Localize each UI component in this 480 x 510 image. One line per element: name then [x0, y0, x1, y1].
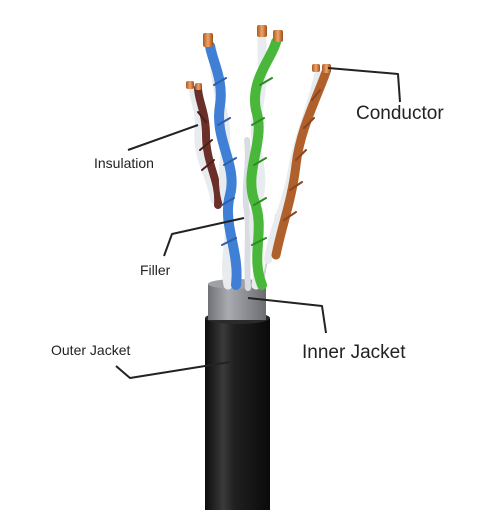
orange-pair [264, 64, 331, 264]
inner-jacket [208, 279, 266, 320]
conductor-label: Conductor [356, 103, 444, 124]
outer-jacket-label: Outer Jacket [51, 342, 131, 358]
blue-pair [203, 33, 242, 290]
inner-jacket-leader [247, 297, 327, 334]
brown-pair [186, 81, 223, 209]
leader-lines [115, 67, 401, 379]
insulation-label: Insulation [94, 155, 154, 171]
filler-label: Filler [140, 262, 171, 278]
inner-jacket-label: Inner Jacket [302, 342, 406, 363]
outer-jacket-leader [115, 361, 231, 379]
green-pair [246, 25, 283, 290]
conductor-leader [327, 67, 401, 103]
insulation-leader [127, 124, 199, 151]
filler-leader [163, 217, 245, 257]
outer-jacket [205, 312, 270, 510]
